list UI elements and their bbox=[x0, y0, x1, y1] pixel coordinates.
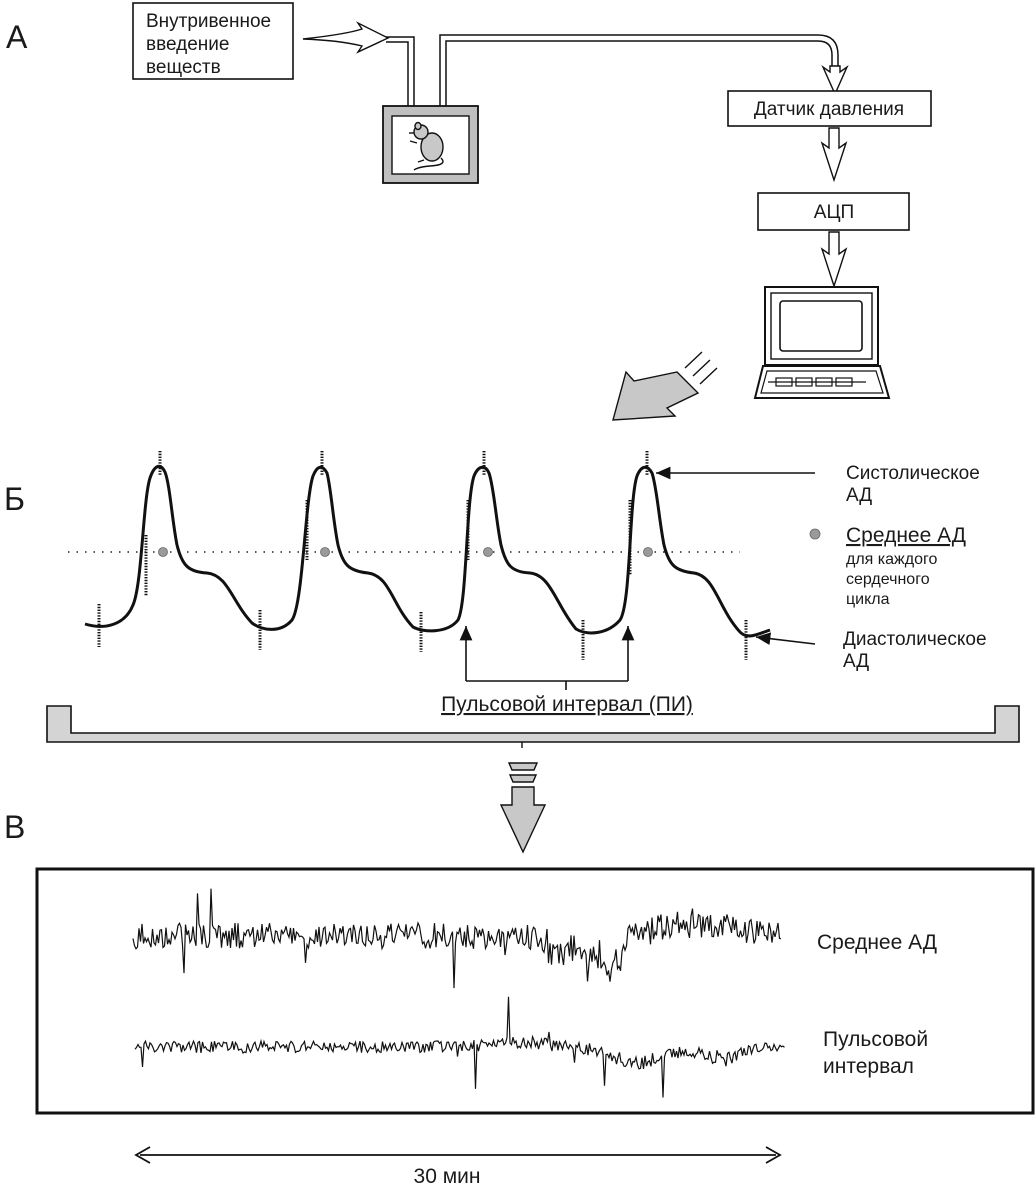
catheter-tubes bbox=[386, 34, 839, 106]
adc-label: АЦП bbox=[814, 202, 854, 223]
mean-bp-trace bbox=[132, 888, 782, 989]
pressure-waveform bbox=[68, 451, 771, 660]
recording-frame bbox=[35, 867, 1035, 1115]
systolic-label-line-2: АД bbox=[846, 485, 872, 506]
systolic-label-line-1: Систолическое bbox=[846, 463, 980, 484]
mean-legend-dot bbox=[809, 528, 821, 540]
panel-letter-b: Б bbox=[4, 481, 25, 517]
flow-arrow-icon bbox=[820, 127, 848, 183]
panel-letter-c: В bbox=[4, 809, 25, 845]
summary-bracket bbox=[46, 705, 1020, 743]
diastolic-label-line-2: АД bbox=[843, 651, 869, 672]
pulse-interval-trace-label-1: Пульсовой bbox=[823, 1028, 928, 1051]
rat-cage bbox=[382, 105, 479, 184]
pulse-interval-trace-label-2: интервал bbox=[823, 1055, 914, 1078]
data-transfer-arrow-icon bbox=[612, 351, 718, 421]
duration-label: 30 мин bbox=[414, 1165, 481, 1187]
pressure-sensor-label: Датчик давления bbox=[754, 99, 904, 120]
duration-scale bbox=[134, 1146, 782, 1164]
pressure-sensor-box: Датчик давления bbox=[727, 90, 932, 127]
mean-label-sub-3: цикла bbox=[846, 591, 890, 608]
infusion-arrow-icon bbox=[302, 21, 390, 54]
adc-box: АЦП bbox=[757, 192, 910, 231]
infusion-box-line-3: веществ bbox=[146, 57, 221, 78]
pulse-interval-trace bbox=[134, 996, 785, 1098]
mean-pressure-dots bbox=[158, 547, 653, 557]
diastolic-pointer-arrow bbox=[755, 632, 816, 646]
pulse-interval-bracket bbox=[459, 626, 635, 690]
rat-icon bbox=[409, 121, 444, 171]
flow-arrow-icon bbox=[821, 64, 849, 96]
infusion-box-line-2: введение bbox=[146, 34, 229, 55]
panel-letter-a: А bbox=[6, 19, 28, 55]
down-arrow-icon bbox=[499, 762, 547, 854]
mean-bp-trace-label: Среднее АД bbox=[817, 931, 937, 954]
infusion-box: Внутривенное введение веществ bbox=[132, 2, 294, 80]
infusion-box-line-1: Внутривенное bbox=[146, 11, 271, 32]
pulse-interval-label: Пульсовой интервал (ПИ) bbox=[441, 693, 693, 716]
flow-arrow-icon bbox=[820, 231, 848, 289]
computer-icon bbox=[753, 286, 891, 399]
beat-markers bbox=[97, 451, 748, 660]
waveform-trace bbox=[84, 464, 771, 638]
mean-label-sub-1: для каждого bbox=[846, 551, 937, 568]
mean-label-sub-2: сердечного bbox=[846, 571, 930, 588]
diastolic-label-line-1: Диастолическое bbox=[843, 629, 987, 650]
mean-label-title: Среднее АД bbox=[846, 524, 966, 547]
